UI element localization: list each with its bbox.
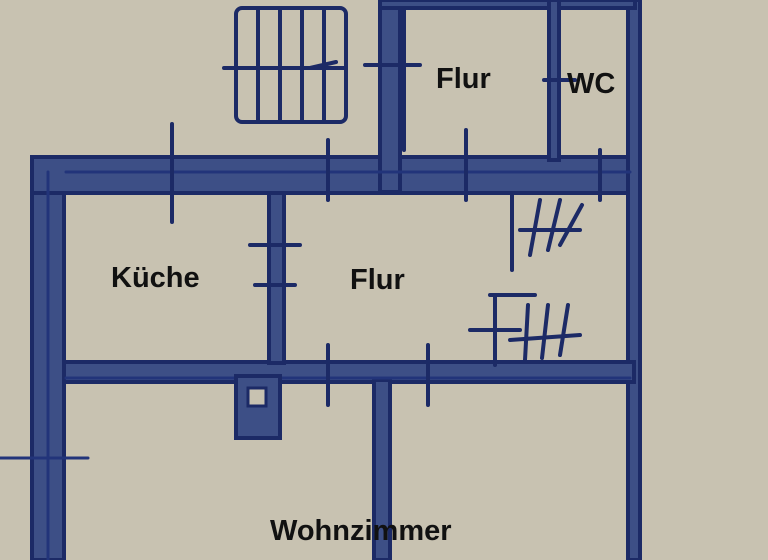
kitchen-hall-wall bbox=[267, 191, 286, 365]
room-label-hall: Flur bbox=[350, 264, 405, 296]
right-wall bbox=[626, 0, 642, 560]
upper-top-wall bbox=[378, 0, 637, 10]
room-label-living-room: Wohnzimmer bbox=[270, 515, 452, 547]
room-label-wc: WC bbox=[567, 68, 616, 100]
chimney bbox=[234, 374, 282, 440]
wall-inner-lines bbox=[0, 170, 632, 560]
living-room-wall bbox=[372, 378, 392, 560]
room-label-upper-hall: Flur bbox=[436, 63, 491, 95]
room-label-kitchen: Küche bbox=[111, 262, 200, 294]
door-and-window-marks bbox=[170, 8, 602, 407]
upper-hall-left-wall bbox=[378, 0, 402, 194]
staircase bbox=[222, 6, 348, 124]
top-wall bbox=[30, 155, 637, 195]
